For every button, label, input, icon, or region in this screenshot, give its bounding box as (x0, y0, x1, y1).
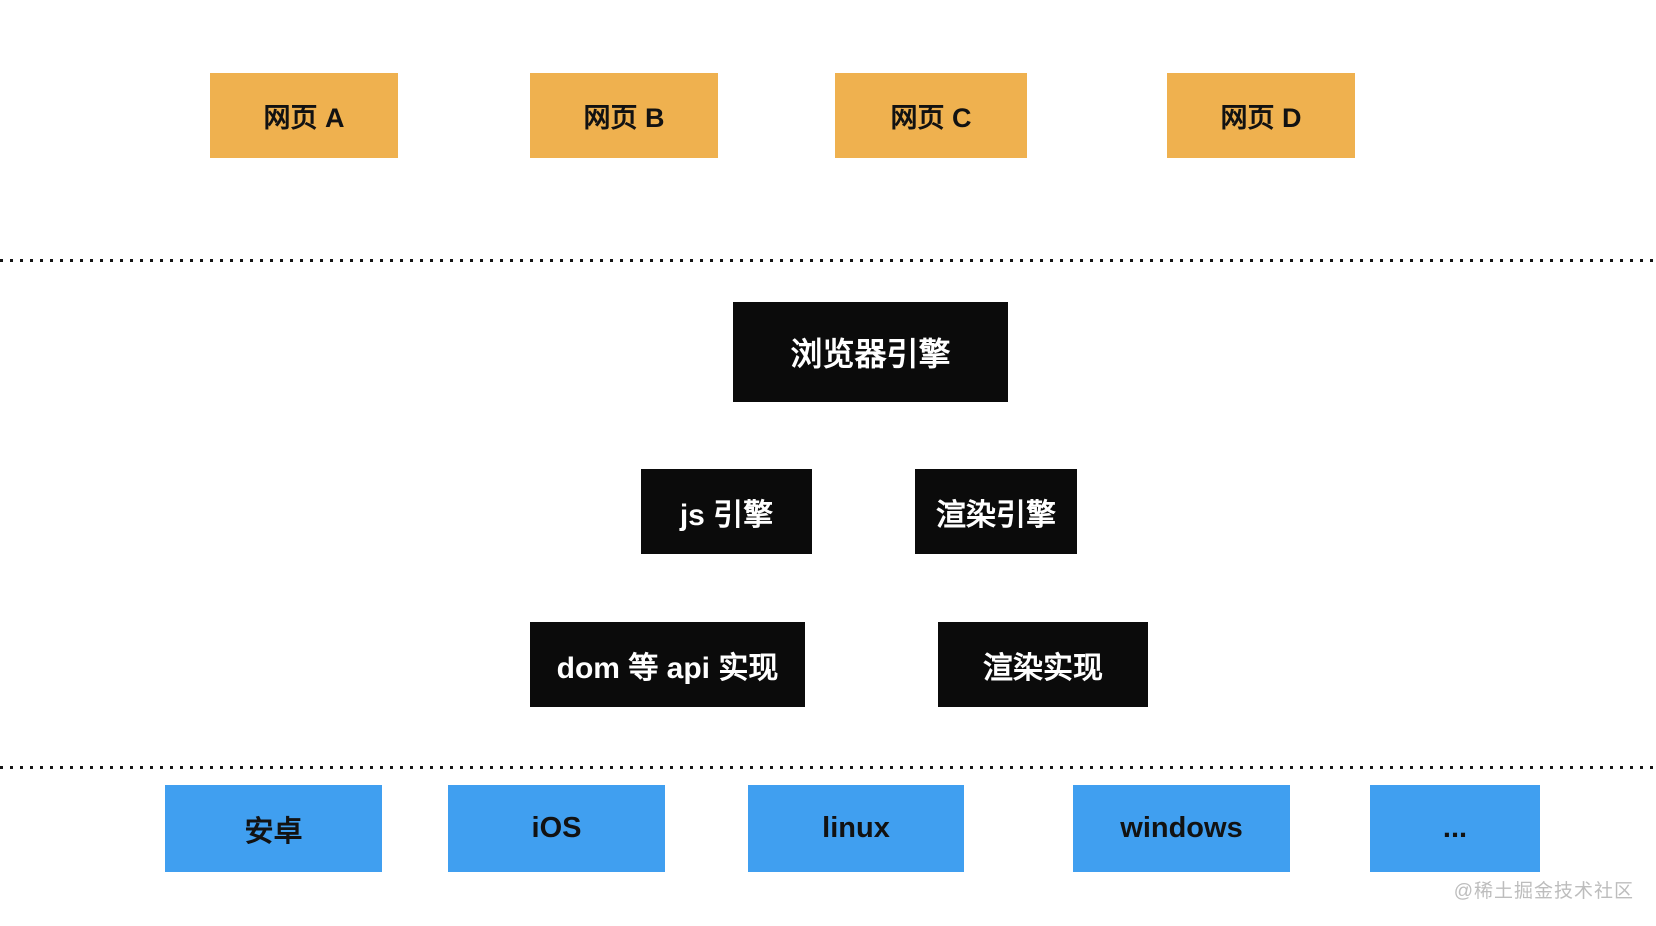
render-impl-box: 渲染实现 (938, 622, 1148, 707)
os-windows-box: windows (1073, 785, 1290, 872)
os-linux-box: linux (748, 785, 964, 872)
web-page-d-box: 网页 D (1167, 73, 1355, 158)
os-ellipsis-box: ... (1370, 785, 1540, 872)
render-engine-box: 渲染引擎 (915, 469, 1077, 554)
upper-dotted-separator (0, 259, 1656, 262)
web-page-b-box: 网页 B (530, 73, 718, 158)
os-ios-box: iOS (448, 785, 665, 872)
browser-engine-box: 浏览器引擎 (733, 302, 1008, 402)
juejin-watermark: @稀土掘金技术社区 (1453, 881, 1634, 902)
os-android-box: 安卓 (165, 785, 382, 872)
web-page-c-box: 网页 C (835, 73, 1027, 158)
lower-dotted-separator (0, 766, 1656, 769)
dom-api-impl-box: dom 等 api 实现 (530, 622, 805, 707)
web-page-a-box: 网页 A (210, 73, 398, 158)
js-engine-box: js 引擎 (641, 469, 812, 554)
